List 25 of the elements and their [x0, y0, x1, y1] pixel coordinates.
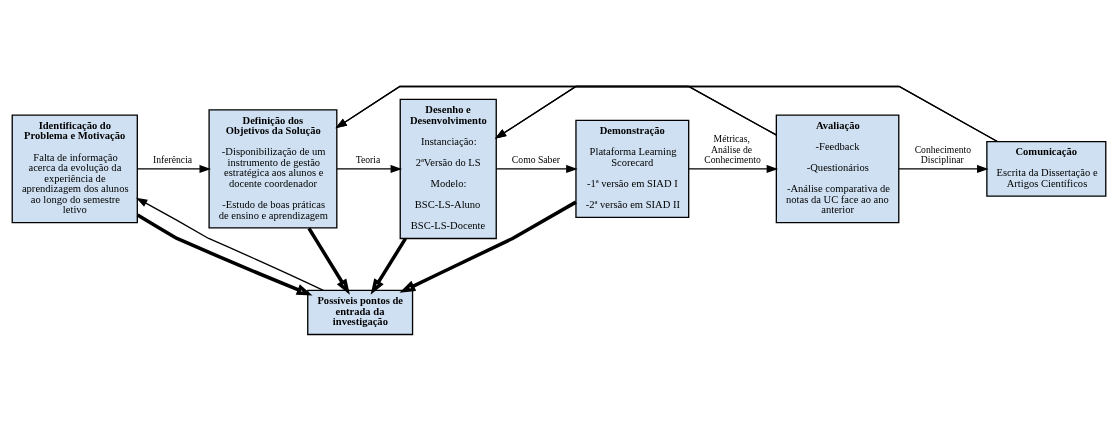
arrow [494, 85, 998, 143]
arrow [688, 164, 779, 173]
arrow [135, 197, 324, 292]
arrow [370, 237, 407, 295]
edge-label: Conhecimento Disciplinar [914, 143, 972, 166]
node-box: Comunicação Escrita da Dissertação e Artigos Científicos [986, 140, 1107, 197]
node-box: Avaliação -Feedback -Questionários -Análise comparativa de notas da UC face ao ano anterior [775, 114, 900, 224]
arrow [136, 164, 211, 173]
node-box: Definição dos Objetivos da Solução -Disponibilização de um instrumento de gestão estratégica aos alunos e docente coordenador -Estudo de boas práticas de ensino e aprendizagem [208, 109, 338, 229]
edge-label: Métricas, Análise de Conhecimento [704, 133, 761, 166]
node-box: Possíveis pontos de entrada da investigação [307, 289, 414, 336]
arrow [136, 213, 313, 296]
arrow [307, 227, 350, 295]
node-box: Identificação do Problema e Motivação Falta de informação acerca da evolução da experiência de aprendizagem dos alunos ao longo do semestre letivo [11, 114, 138, 224]
edge-label: Como Saber [511, 154, 560, 166]
arrow [335, 85, 998, 143]
node-box: Demonstração Plataforma Learning Scorecard -1ª versão em SIAD I -2ª versão em SIAD II [575, 119, 690, 218]
arrow [495, 164, 578, 173]
arrow [399, 200, 577, 293]
edge-label: Teoria [355, 154, 381, 166]
arrow [494, 85, 777, 139]
arrow [336, 164, 403, 173]
arrow [898, 164, 989, 173]
node-box: Desenho e Desenvolvimento Instanciação: 2ªVersão do LS Modelo: BSC-LS-Aluno BSC-LS-Docente [399, 98, 497, 240]
edge-label: Inferência [152, 154, 193, 166]
